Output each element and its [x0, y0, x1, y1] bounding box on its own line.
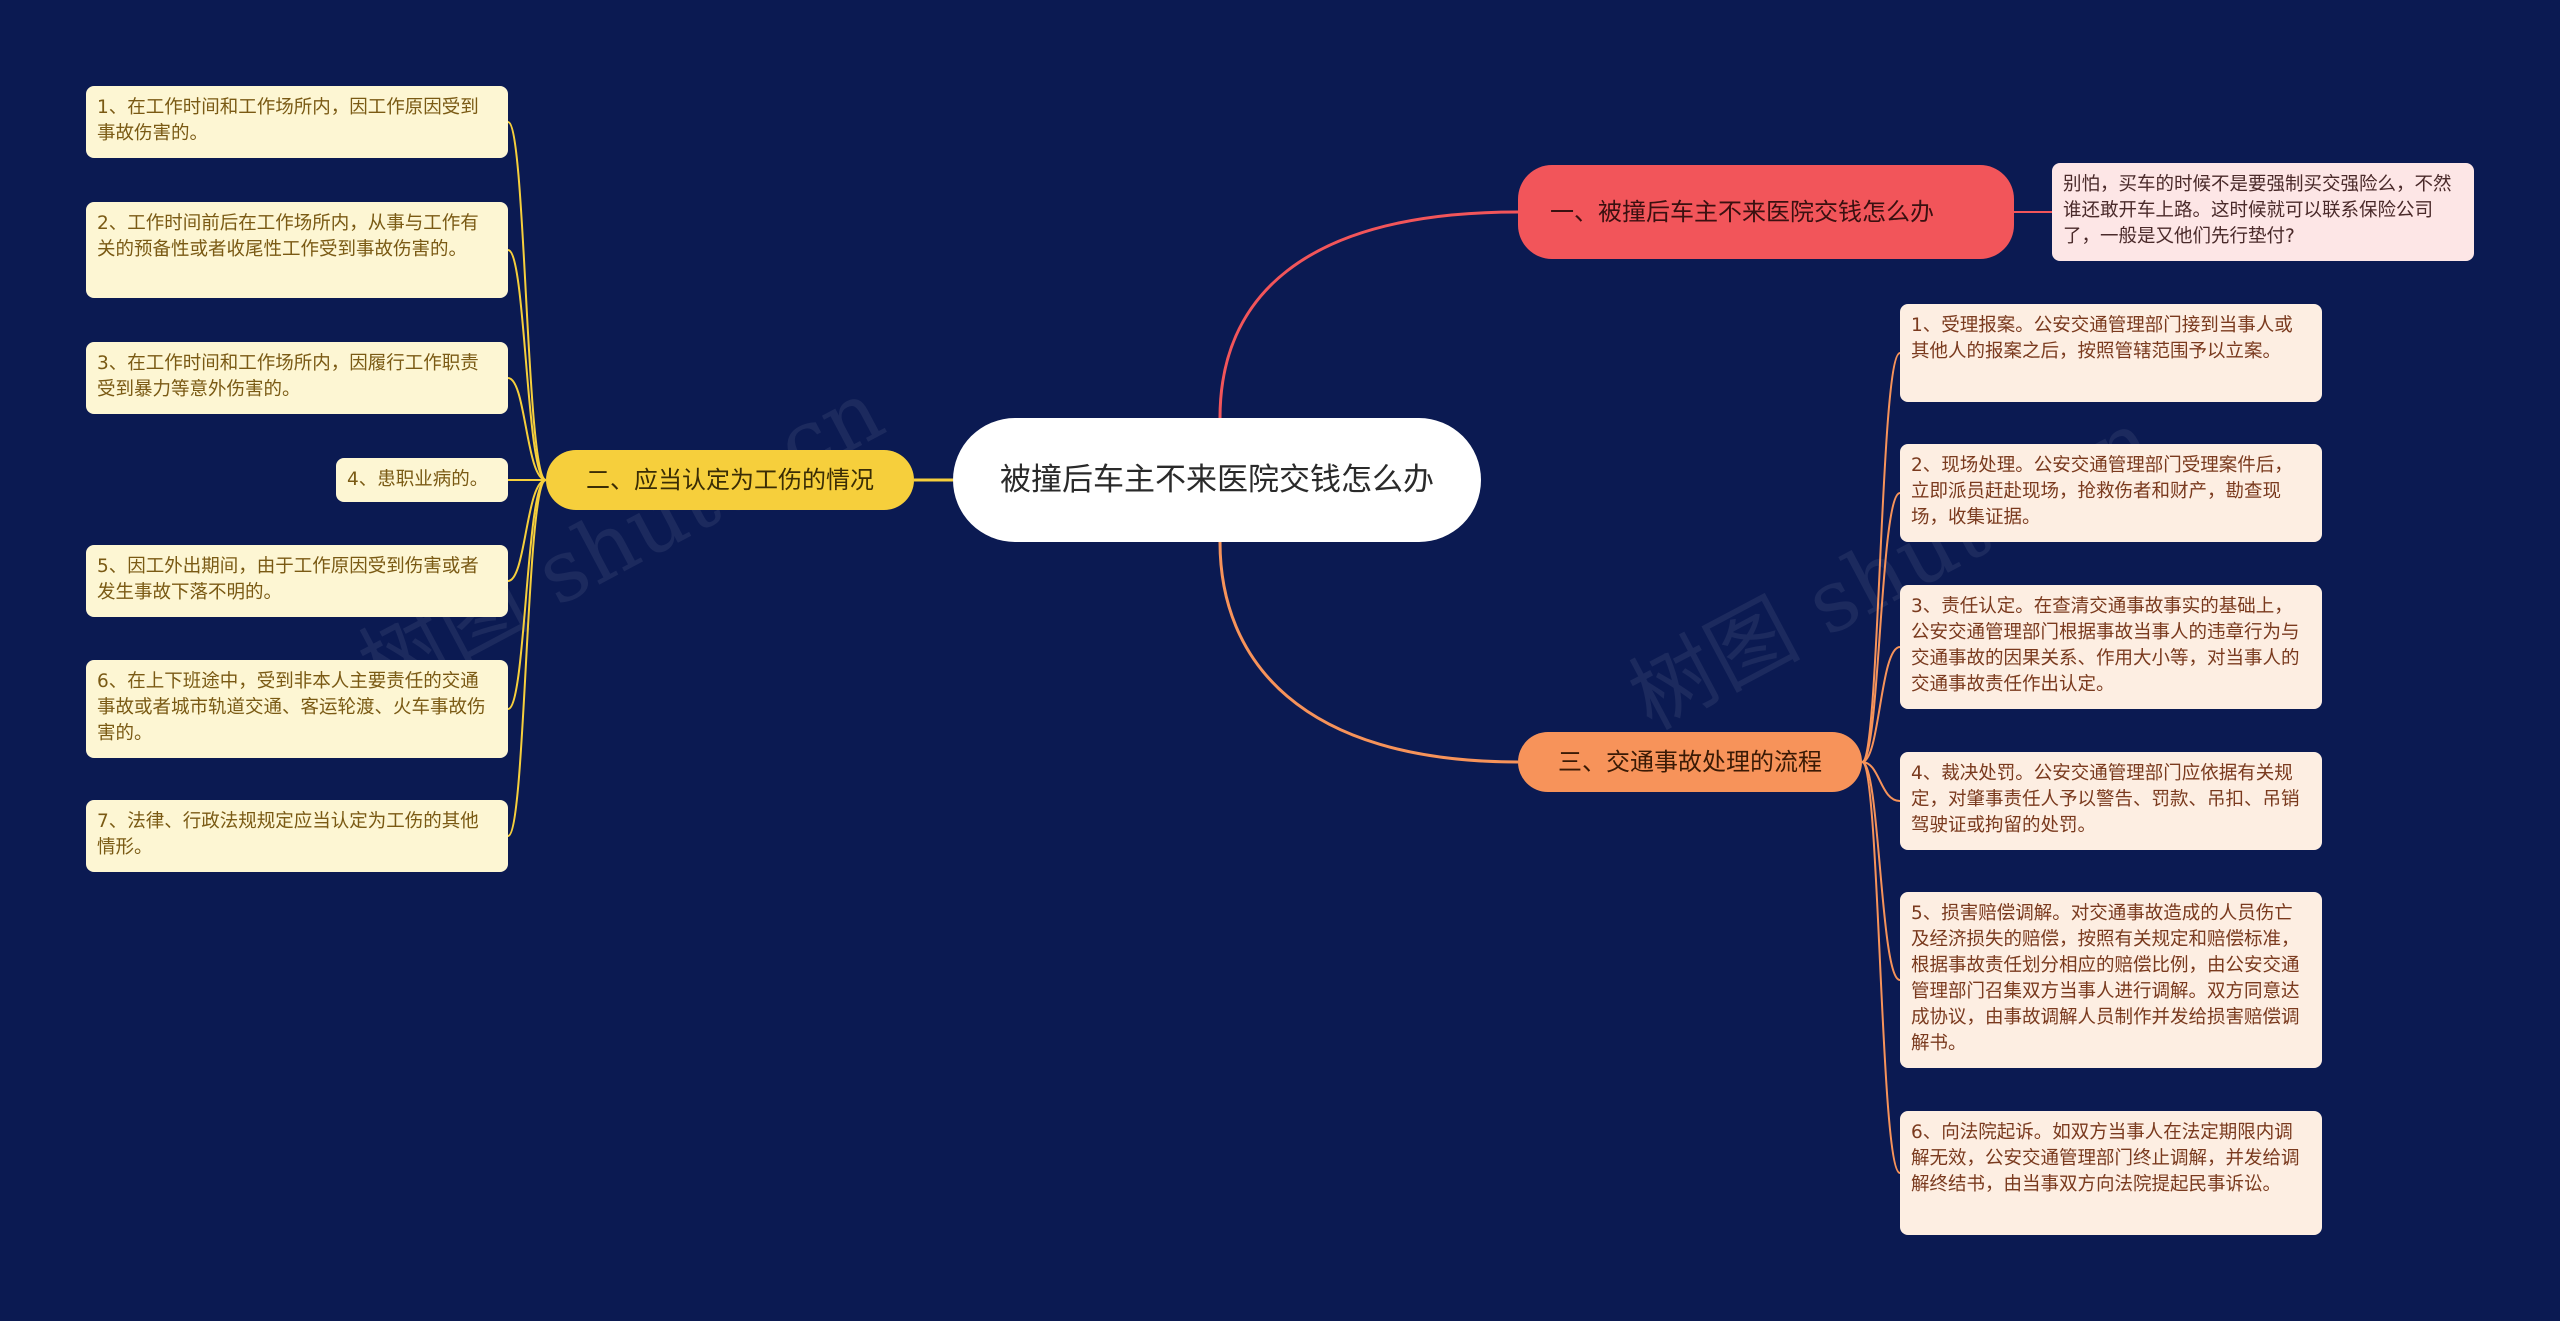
link-branch-three-leaf-4 — [1861, 761, 1901, 802]
root-topic-label: 被撞后车主不来医院交钱怎么办 — [1000, 462, 1434, 498]
leaf-two-1[interactable]: 1、在工作时间和工作场所内，因工作原因受到事故伤害的。 — [86, 86, 508, 158]
branch-two[interactable]: 二、应当认定为工伤的情况 — [546, 450, 914, 510]
link-branch-two-leaf-2 — [507, 249, 547, 481]
branch-two-label: 二、应当认定为工伤的情况 — [586, 466, 874, 494]
leaf-two-6[interactable]: 6、在上下班途中，受到非本人主要责任的交通事故或者城市轨道交通、客运轮渡、火车事… — [86, 660, 508, 758]
leaf-two-3[interactable]: 3、在工作时间和工作场所内，因履行工作职责受到暴力等意外伤害的。 — [86, 342, 508, 414]
link-branch-two-leaf-1 — [507, 121, 547, 481]
branch-one[interactable]: 一、被撞后车主不来医院交钱怎么办 — [1518, 165, 2014, 259]
link-root-branch-three — [1218, 541, 1519, 764]
link-branch-three-leaf-1 — [1861, 352, 1901, 763]
link-branch-three-leaf-6 — [1861, 761, 1901, 1174]
link-root-branch-one — [1218, 210, 1519, 419]
leaf-three-6[interactable]: 6、向法院起诉。如双方当事人在法定期限内调解无效，公安交通管理部门终止调解，并发… — [1900, 1111, 2322, 1235]
leaf-two-4[interactable]: 4、患职业病的。 — [336, 458, 508, 502]
leaf-three-5[interactable]: 5、损害赔偿调解。对交通事故造成的人员伤亡及经济损失的赔偿，按照有关规定和赔偿标… — [1900, 892, 2322, 1068]
root-topic[interactable]: 被撞后车主不来医院交钱怎么办 — [953, 418, 1481, 542]
leaf-one-1[interactable]: 别怕，买车的时候不是要强制买交强险么，不然谁还敢开车上路。这时候就可以联系保险公… — [2052, 163, 2474, 261]
link-branch-two-leaf-3 — [507, 377, 547, 481]
link-branch-two-leaf-7 — [507, 479, 547, 837]
branch-one-label: 一、被撞后车主不来医院交钱怎么办 — [1550, 198, 1934, 226]
link-branch-three-leaf-5 — [1861, 761, 1901, 981]
branch-three-label: 三、交通事故处理的流程 — [1558, 748, 1822, 776]
link-branch-two-leaf-6 — [507, 479, 547, 710]
link-branch-two-leaf-5 — [507, 479, 547, 582]
leaf-two-2[interactable]: 2、工作时间前后在工作场所内，从事与工作有关的预备性或者收尾性工作受到事故伤害的… — [86, 202, 508, 298]
leaf-three-4[interactable]: 4、裁决处罚。公安交通管理部门应依据有关规定，对肇事责任人予以警告、罚款、吊扣、… — [1900, 752, 2322, 850]
leaf-three-3[interactable]: 3、责任认定。在查清交通事故事实的基础上，公安交通管理部门根据事故当事人的违章行… — [1900, 585, 2322, 709]
link-branch-three-leaf-2 — [1861, 492, 1901, 763]
leaf-three-1[interactable]: 1、受理报案。公安交通管理部门接到当事人或其他人的报案之后，按照管辖范围予以立案… — [1900, 304, 2322, 402]
link-branch-three-leaf-3 — [1861, 646, 1901, 763]
leaf-two-5[interactable]: 5、因工外出期间，由于工作原因受到伤害或者发生事故下落不明的。 — [86, 545, 508, 617]
leaf-three-2[interactable]: 2、现场处理。公安交通管理部门受理案件后，立即派员赶赴现场，抢救伤者和财产，勘查… — [1900, 444, 2322, 542]
branch-three[interactable]: 三、交通事故处理的流程 — [1518, 732, 1862, 792]
leaf-two-7[interactable]: 7、法律、行政法规规定应当认定为工伤的其他情形。 — [86, 800, 508, 872]
